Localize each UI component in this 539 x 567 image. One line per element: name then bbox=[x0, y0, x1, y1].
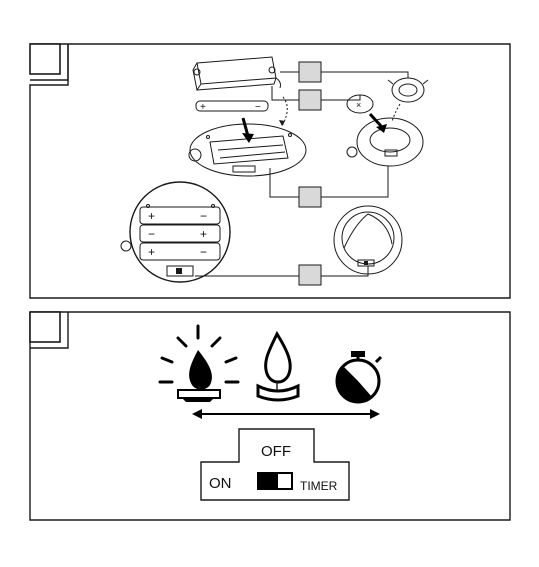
loose-battery: + − bbox=[196, 101, 268, 113]
svg-text:×: × bbox=[356, 100, 361, 110]
switch-knob bbox=[258, 473, 278, 489]
svg-text:−: − bbox=[148, 227, 155, 241]
callout-boxes bbox=[195, 62, 408, 285]
svg-text:+: + bbox=[148, 209, 155, 223]
switch-timer-label: TIMER bbox=[300, 479, 338, 493]
step-number-box-1 bbox=[30, 44, 60, 74]
step-number-box-2 bbox=[30, 312, 60, 342]
svg-text:−: − bbox=[200, 209, 207, 223]
steady-candle-icon bbox=[258, 334, 298, 400]
stopwatch-timer-icon bbox=[336, 351, 381, 403]
battery-plus-label: + bbox=[200, 102, 206, 113]
candle-base-coin bbox=[347, 114, 423, 166]
coin-cell-exploded: × bbox=[347, 73, 428, 122]
switch-on-label: ON bbox=[209, 475, 232, 492]
magnified-coin-base bbox=[334, 206, 402, 274]
double-arrow-icon bbox=[192, 409, 380, 419]
panel-switch-modes: OFF ON TIMER bbox=[30, 312, 510, 520]
svg-text:+: + bbox=[148, 245, 155, 259]
switch-off-label: OFF bbox=[261, 443, 291, 460]
svg-text:+: + bbox=[200, 227, 207, 241]
magnified-battery-holder: + − − + + − bbox=[121, 182, 230, 282]
battery-holder-exploded bbox=[193, 57, 281, 90]
battery-minus-label: − bbox=[255, 102, 261, 113]
flicker-candle-icon bbox=[160, 326, 238, 402]
panel-battery-installation: + − × bbox=[30, 44, 510, 298]
mode-switch-diagram: OFF ON TIMER bbox=[201, 429, 349, 500]
svg-text:−: − bbox=[200, 245, 207, 259]
